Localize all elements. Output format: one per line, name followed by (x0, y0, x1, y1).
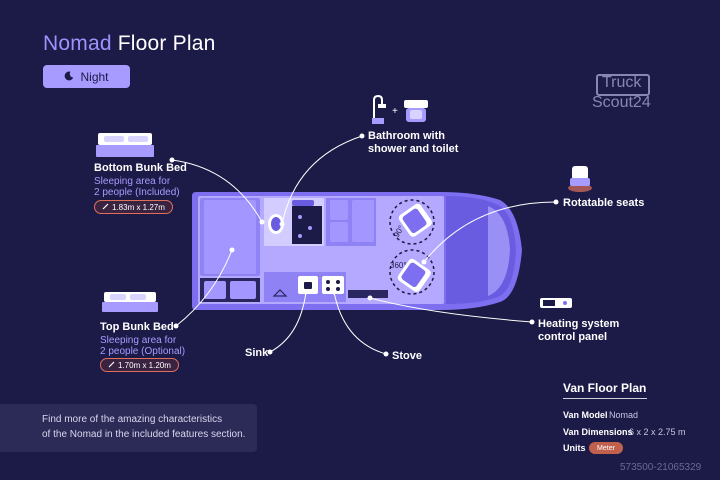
bathroom-label-1: Bathroom with (368, 130, 445, 142)
connector-lines (171, 135, 557, 355)
watermark: 573500-21065329 (620, 462, 702, 473)
connector-dots (169, 133, 559, 357)
bathroom-label-2: shower and toilet (368, 143, 459, 155)
info-line-1: Find more of the amazing characteristics (42, 414, 223, 425)
truckscout-logo: Truck Scout24 (592, 74, 651, 111)
seat-icon (568, 166, 592, 192)
heating-label-2: control panel (538, 331, 608, 343)
bottom-bunk-sub1: Sleeping area for (94, 176, 171, 187)
toilet-icon (404, 100, 428, 122)
bottom-bunk-icon (96, 133, 154, 157)
ruler-icon (108, 361, 115, 370)
van-body (192, 192, 522, 310)
ruler-icon (102, 203, 109, 212)
stove-label: Stove (392, 350, 422, 362)
bottom-bunk-title: Bottom Bunk Bed (94, 162, 187, 174)
features-info-box: Find more of the amazing characteristics… (0, 404, 257, 452)
night-mode-button[interactable]: Night (43, 65, 130, 88)
top-bunk-title: Top Bunk Bed (100, 321, 174, 333)
van-dimensions-key: Van Dimensions (563, 427, 633, 437)
top-bunk-icon (102, 292, 158, 312)
title-rest: Floor Plan (117, 32, 216, 55)
top-bunk-dims-badge: 1.70m x 1.20m (100, 358, 179, 372)
shower-icon (372, 94, 386, 124)
units-key: Units (563, 443, 586, 453)
top-bunk-sub2: 2 people (Optional) (100, 346, 186, 357)
specs-title: Van Floor Plan (563, 381, 647, 395)
heating-label-1: Heating system (538, 318, 620, 330)
moon-icon (64, 70, 74, 84)
info-line-2: of the Nomad in the included features se… (42, 429, 246, 440)
van-model-value: Nomad (609, 410, 639, 420)
units-badge[interactable]: Meter (589, 442, 623, 454)
plus-icon: + (392, 106, 398, 117)
heating-panel-icon (540, 298, 572, 308)
title-accent: Nomad (43, 32, 112, 55)
specs-divider (563, 398, 647, 399)
sink-label: Sink (245, 347, 269, 359)
top-bunk-sub1: Sleeping area for (100, 335, 177, 346)
page-title: Nomad Floor Plan (43, 32, 215, 56)
van-dimensions-value: 6 x 2 x 2.75 m (629, 427, 686, 437)
mode-label: Night (80, 69, 109, 84)
rotation-label-2: 360° (390, 261, 407, 270)
rotatable-seats-label: Rotatable seats (563, 197, 645, 209)
bottom-bunk-sub2: 2 people (Included) (94, 187, 180, 198)
bottom-bunk-dims-badge: 1.83m x 1.27m (94, 200, 173, 214)
van-model-key: Van Model (563, 410, 608, 420)
